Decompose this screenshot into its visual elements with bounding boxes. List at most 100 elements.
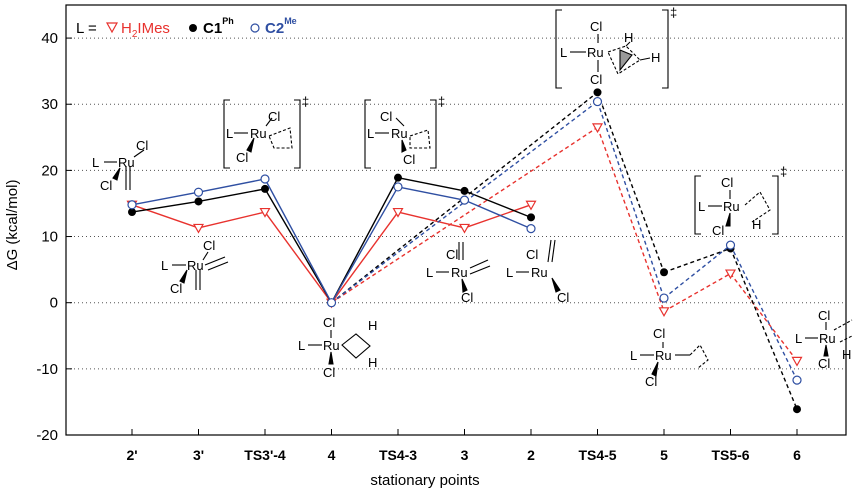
series-segment bbox=[264, 211, 333, 304]
y-tick-label: 10 bbox=[41, 229, 58, 246]
struct-ts3prime-4-l: L bbox=[226, 126, 233, 141]
struct-ts4-5-dagger: ‡ bbox=[670, 5, 677, 20]
data-point bbox=[791, 356, 803, 367]
x-tick-label: TS4-3 bbox=[379, 447, 417, 463]
struct-6-h: H bbox=[842, 347, 851, 362]
y-axis-title: ΔG (kcal/mol) bbox=[4, 180, 21, 271]
struct-3prime-l: L bbox=[161, 258, 168, 273]
data-point bbox=[724, 269, 737, 280]
series-segment bbox=[729, 273, 798, 362]
data-point bbox=[591, 123, 604, 134]
struct-4-h-bottom: H bbox=[368, 355, 377, 370]
struct-ts5-6-dagger: ‡ bbox=[780, 164, 787, 179]
series-segment bbox=[264, 188, 333, 304]
struct-2-cl-top: Cl bbox=[526, 247, 538, 262]
struct-2prime-ru: Ru bbox=[118, 155, 135, 170]
struct-5-cl-top: Cl bbox=[653, 326, 665, 341]
struct-ts4-3-ru: Ru bbox=[391, 126, 408, 141]
series-segment bbox=[397, 211, 465, 229]
data-point bbox=[127, 200, 137, 210]
x-tick-label: 3 bbox=[461, 447, 469, 463]
data-point bbox=[725, 240, 736, 250]
struct-3prime-cl-top: Cl bbox=[203, 238, 215, 253]
structure-3 bbox=[436, 242, 491, 293]
struct-2prime-cl-top: Cl bbox=[136, 138, 148, 153]
structure-ts4-5 bbox=[555, 9, 669, 89]
data-point bbox=[525, 200, 537, 211]
series-segment bbox=[131, 200, 199, 213]
data-point bbox=[793, 405, 801, 414]
struct-2-l: L bbox=[506, 265, 513, 280]
structure-drawings bbox=[104, 9, 853, 377]
series-segment bbox=[729, 248, 798, 410]
series-segment bbox=[131, 204, 199, 229]
structure-3prime bbox=[172, 251, 229, 290]
structure-text: Cl L Ru Cl Cl L Ru Cl Cl L Ru Cl ‡ Cl L … bbox=[92, 5, 851, 389]
data-point bbox=[393, 182, 403, 192]
series-segment bbox=[397, 176, 465, 192]
data-point bbox=[394, 173, 402, 182]
series-segment bbox=[596, 101, 665, 299]
x-tick-label: TS5-6 bbox=[711, 447, 749, 463]
series-segment bbox=[663, 244, 731, 299]
struct-ts5-6-cl-bottom: Cl bbox=[712, 223, 724, 238]
struct-ts4-3-dagger: ‡ bbox=[438, 94, 445, 109]
structure-6 bbox=[805, 319, 853, 357]
series-H2IMes bbox=[126, 123, 803, 367]
struct-2-ru: Ru bbox=[531, 265, 548, 280]
struct-4-cl-bottom: Cl bbox=[323, 365, 335, 380]
x-tick-label: 6 bbox=[793, 447, 801, 463]
struct-4-h-top: H bbox=[368, 318, 377, 333]
struct-3-ru: Ru bbox=[451, 265, 468, 280]
grid-lines bbox=[66, 37, 846, 436]
struct-2prime-cl-bottom: Cl bbox=[100, 178, 112, 193]
series-segment bbox=[198, 188, 266, 203]
series-C2Me bbox=[127, 96, 802, 385]
structure-5 bbox=[640, 342, 709, 377]
legend-prefix: L = bbox=[76, 20, 97, 37]
series-segment bbox=[264, 178, 333, 304]
legend: L = H2IMes C1Ph C2Me bbox=[76, 16, 297, 40]
y-tick-label: 0 bbox=[50, 295, 58, 312]
x-tick-label: 4 bbox=[328, 447, 336, 463]
struct-2-cl-bottom: Cl bbox=[557, 290, 569, 305]
data-point bbox=[326, 298, 337, 308]
struct-6-l: L bbox=[795, 331, 802, 346]
struct-3prime-ru: Ru bbox=[187, 258, 204, 273]
x-tick-label: 5 bbox=[660, 447, 668, 463]
data-point bbox=[526, 224, 536, 234]
struct-5-cl-bottom: Cl bbox=[645, 374, 657, 389]
struct-3-l: L bbox=[426, 265, 433, 280]
struct-ts4-5-h-right: H bbox=[651, 50, 660, 65]
data-point bbox=[592, 96, 603, 107]
struct-ts5-6-cl-top: Cl bbox=[721, 175, 733, 190]
struct-4-ru: Ru bbox=[323, 338, 340, 353]
data-point bbox=[261, 184, 269, 193]
struct-ts4-5-cl-bottom: Cl bbox=[590, 72, 602, 87]
structure-ts3prime-4 bbox=[223, 99, 301, 169]
data-point bbox=[659, 293, 669, 303]
series-segment bbox=[198, 211, 266, 229]
struct-6-cl-bottom: Cl bbox=[818, 356, 830, 371]
structure-ts4-3 bbox=[364, 99, 437, 169]
series-segment bbox=[131, 191, 199, 206]
struct-5-l: L bbox=[630, 348, 637, 363]
data-point bbox=[527, 213, 535, 222]
y-tick-label: -10 bbox=[36, 361, 58, 378]
series-segment bbox=[330, 211, 399, 304]
data-point bbox=[260, 174, 270, 184]
y-tick-label: 30 bbox=[41, 96, 58, 113]
series-segment bbox=[330, 177, 399, 304]
struct-ts3prime-4-cl-bottom: Cl bbox=[236, 150, 248, 165]
struct-ts4-5-h-top: H bbox=[624, 30, 633, 45]
data-point bbox=[259, 207, 271, 218]
struct-3prime-cl-bottom: Cl bbox=[170, 281, 182, 296]
series-C1Ph bbox=[128, 88, 801, 414]
structure-2 bbox=[516, 239, 561, 293]
data-point bbox=[193, 187, 204, 197]
series-segment bbox=[596, 127, 665, 312]
series-segment bbox=[198, 178, 266, 193]
data-point bbox=[460, 186, 469, 195]
data-point bbox=[459, 195, 470, 205]
